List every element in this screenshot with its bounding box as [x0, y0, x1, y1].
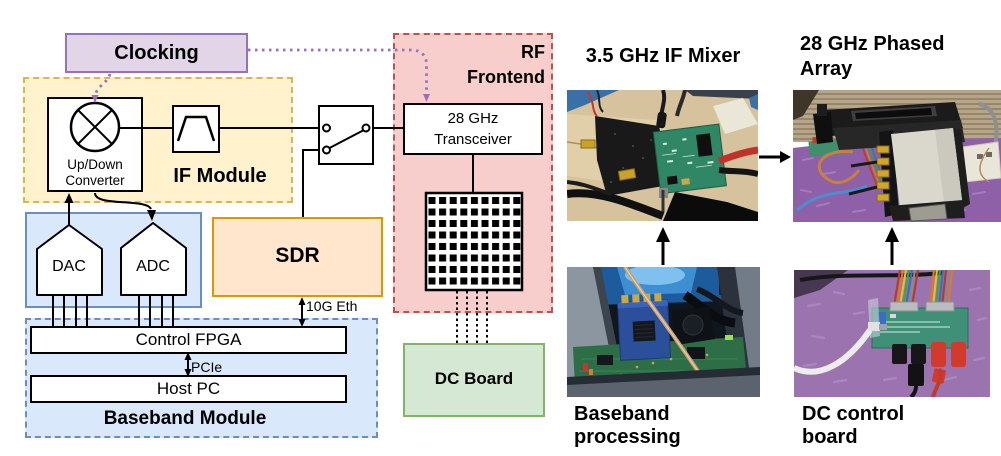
usb-cable: [794, 328, 873, 375]
dc-board-label: DC Board: [434, 369, 514, 388]
mixer-pcb: [652, 123, 727, 195]
baseband-module-label: Baseband Module: [103, 408, 267, 429]
ribbon-cable-right: [928, 270, 954, 307]
dc-pcb: [871, 307, 969, 349]
dc-board-box: [403, 343, 545, 417]
phased-array-title: 28 GHz Phased Array: [800, 33, 945, 80]
ribbon-cable-left: [892, 270, 920, 307]
if-mixer-title: 3.5 GHz IF Mixer: [585, 45, 741, 67]
pcie-link-label: PCIe: [191, 359, 223, 375]
clocking-box: [65, 33, 248, 73]
sma-connector: [580, 139, 596, 149]
cart-handle: [978, 102, 999, 147]
dac-label: DAC: [52, 258, 86, 275]
control-fpga-label: Control FPGA: [135, 330, 242, 349]
sdr-label: SDR: [275, 244, 320, 267]
foam-block: [595, 116, 665, 196]
photo-baseband: [567, 267, 760, 397]
red-terminal: [951, 342, 966, 367]
paper: [713, 98, 758, 134]
red-terminal: [931, 342, 946, 367]
dsub-connector: [908, 203, 948, 222]
if-module-label: IF Module: [173, 165, 267, 187]
orange-cable: [817, 150, 861, 185]
case-panel-right: [735, 267, 760, 397]
transceiver-box: [403, 103, 543, 155]
photo-if-mixer: [567, 90, 758, 221]
dc-control-caption: DC control board: [802, 403, 905, 448]
sdr-box: [212, 217, 383, 297]
blue-cable: [796, 184, 868, 212]
photo-phased-array: [793, 90, 1001, 222]
rf-frontend-label: RF Frontend: [467, 42, 545, 87]
baseband-caption: Baseband processing: [574, 403, 681, 448]
sma-column: [876, 145, 890, 202]
clocking-label: Clocking: [114, 42, 199, 64]
photo-dc-control: [794, 270, 990, 397]
eth-link-label: 10G Eth: [306, 298, 358, 314]
table-edge: [567, 90, 619, 112]
rf-switch-box: [318, 105, 374, 165]
host-pc-label: Host PC: [156, 379, 221, 398]
transceiver-label: 28 GHz Transceiver: [434, 110, 512, 148]
fpga-card: [617, 293, 672, 361]
red-cable: [717, 146, 758, 165]
adc-label: ADC: [136, 258, 170, 275]
updown-converter-label: Up/Down Converter: [65, 157, 125, 188]
bandpass-filter-box: [172, 105, 220, 153]
